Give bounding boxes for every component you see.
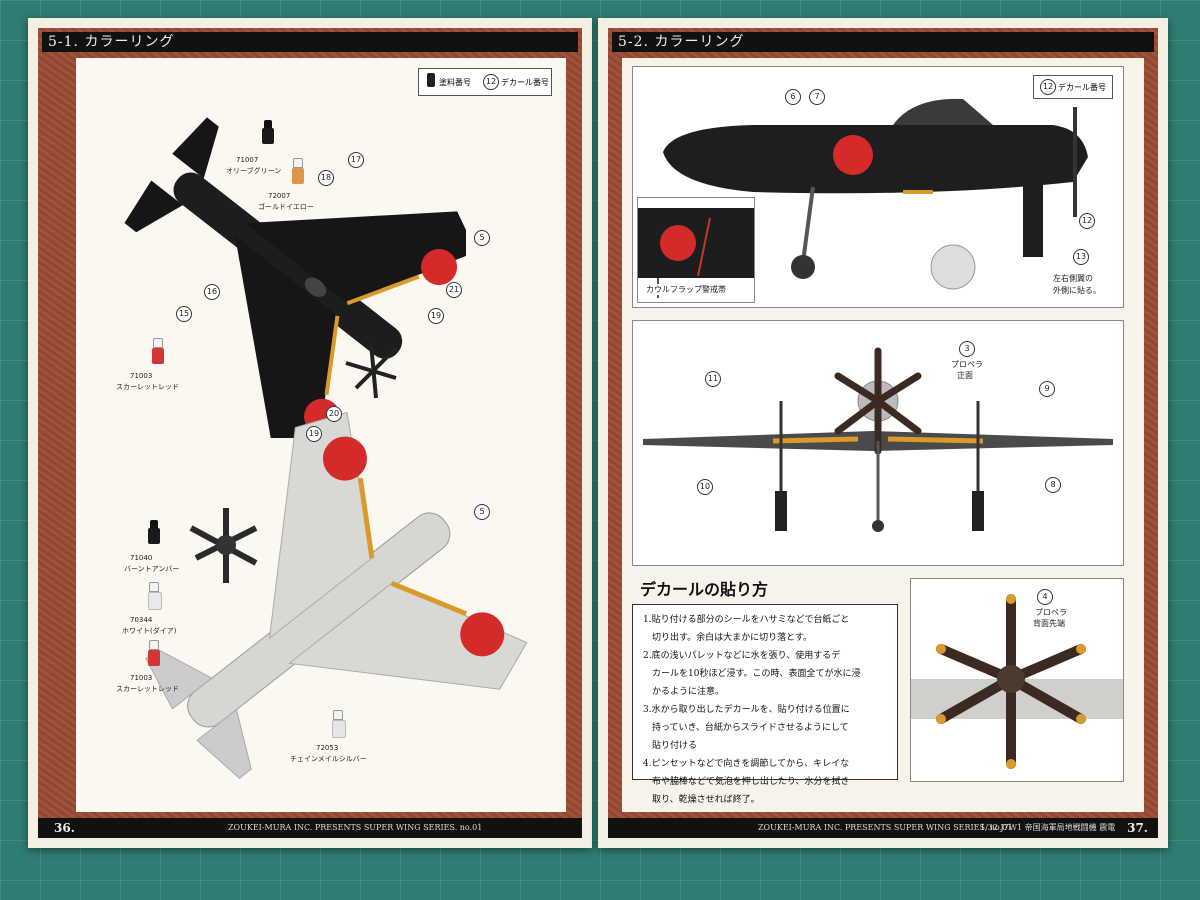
- right-footer-brand: ZOUKEI-MURA INC. PRESENTS SUPER WING SER…: [758, 823, 1013, 832]
- paint-bottle-70344: [148, 582, 162, 610]
- legend-paint-label: 塗料番号: [439, 78, 471, 87]
- paint-code-71040: 71040: [130, 554, 153, 562]
- left-content-area: 塗料番号 12 デカール番号: [76, 58, 566, 812]
- decal-callout-19: 19: [428, 308, 444, 324]
- decal-callout-3: 3: [959, 341, 975, 357]
- step-line: かるように注意。: [643, 687, 725, 697]
- step-line: 持っていき、台紙からスライドさせるようにして: [643, 723, 849, 733]
- step-line: 3.水から取り出したデカールを、貼り付ける位置に: [643, 705, 850, 715]
- prop-label-line2: 背面先端: [1033, 619, 1065, 628]
- bottle-icon: [427, 73, 435, 87]
- paint-bottle-71040: [148, 520, 160, 544]
- decal-callout-20: 20: [326, 406, 342, 422]
- right-legend-box: 12 デカール番号: [1033, 75, 1113, 99]
- decal-callout-7: 7: [809, 89, 825, 105]
- legend-decal-label: デカール番号: [501, 78, 549, 87]
- paint-bottle-71003: [152, 338, 164, 364]
- decal-callout-9: 9: [1039, 381, 1055, 397]
- paint-name-red: スカーレットレッド: [116, 383, 179, 391]
- right-page-number: 37.: [1127, 821, 1148, 835]
- left-page-number: 36.: [54, 821, 75, 835]
- paint-bottle-72053: [332, 710, 346, 738]
- legend-box: 塗料番号 12 デカール番号: [418, 68, 552, 96]
- cowl-flap-inset: カウルフラップ警戒帯: [637, 197, 755, 303]
- decal-callout-5: 5: [474, 230, 490, 246]
- paint-bottle-71003-b: [148, 640, 160, 666]
- aircraft-side-view: [663, 98, 1088, 290]
- decal-callout-5-b: 5: [474, 504, 490, 520]
- left-footer: 36. ZOUKEI-MURA INC. PRESENTS SUPER WING…: [38, 818, 582, 838]
- propeller-rear-panel: 4 プロペラ 背面先端: [910, 578, 1124, 782]
- side-note-line2: 外側に貼る。: [1053, 286, 1101, 295]
- paint-name-olive: オリーブグリーン: [226, 167, 282, 175]
- left-footer-brand: ZOUKEI-MURA INC. PRESENTS SUPER WING SER…: [228, 823, 483, 832]
- decal-instructions-box: 1.貼り付ける部分のシールをハサミなどで台紙ごと 切り出す。余白は大まかに切り落…: [632, 604, 898, 805]
- decal-callout-17: 17: [348, 152, 364, 168]
- aircraft-front-view: [643, 347, 1113, 532]
- paint-name-white: ホワイト(ダイア): [122, 627, 177, 635]
- decal-callout-15: 15: [176, 306, 192, 322]
- cowl-flap-caption: カウルフラップ警戒帯: [646, 284, 726, 295]
- step-line: 貼り付ける: [643, 741, 698, 751]
- step-line: 切り出す。余白は大まかに切り落とす。: [643, 633, 812, 643]
- decal-callout-11: 11: [705, 371, 721, 387]
- paint-code-71007: 71007: [236, 156, 259, 164]
- decal-callout-19-b: 19: [306, 426, 322, 442]
- aircraft-bottom-view-grey: [145, 411, 528, 779]
- paint-name-silver: チェインメイルシルバー: [290, 755, 367, 763]
- step-line: 2.底の浅いパレットなどに水を張り、使用するデ: [643, 651, 841, 661]
- right-footer-model: 1/32 J7W1 帝国海軍局地戦闘機 震電: [980, 823, 1116, 832]
- paint-code-72007: 72007: [268, 192, 291, 200]
- paint-name-yellow: ゴールドイエロー: [258, 203, 314, 211]
- front-view-panel: 3 プロペラ 正面 11 9 10 8: [632, 320, 1124, 566]
- decal-callout-18: 18: [318, 170, 334, 186]
- decal-callout-4: 4: [1037, 589, 1053, 605]
- aircraft-top-view-dark: [124, 117, 466, 438]
- step-line: 布や脇棒などで気泡を押し出したり、水分を拭き: [643, 777, 850, 787]
- front-label-line1: プロペラ: [951, 360, 983, 369]
- right-legend-decal-number: 12: [1040, 79, 1056, 95]
- right-footer: ZOUKEI-MURA INC. PRESENTS SUPER WING SER…: [608, 818, 1158, 838]
- decal-callout-6: 6: [785, 89, 801, 105]
- paint-code-72053: 72053: [316, 744, 339, 752]
- paint-bottle-72007: [292, 158, 304, 184]
- paint-code-71003: 71003: [130, 372, 153, 380]
- step-line: 4.ピンセットなどで向きを調節してから、キレイな: [643, 759, 850, 769]
- legend-decal-number: 12: [483, 74, 499, 90]
- paint-name-burnt-umber: バーントアンバー: [124, 565, 180, 573]
- paint-name-red-b: スカーレットレッド: [116, 685, 179, 693]
- paint-bottle-71007: [262, 120, 274, 144]
- decal-callout-8: 8: [1045, 477, 1061, 493]
- right-page: 5-2. カラーリング 12 デカール番号 6 7 2 12: [598, 18, 1168, 848]
- paint-code-70344: 70344: [130, 616, 153, 624]
- cowl-flap-image: [638, 208, 754, 298]
- right-section-title: 5-2. カラーリング: [612, 32, 1154, 52]
- step-line: 1.貼り付ける部分のシールをハサミなどで台紙ごと: [643, 615, 850, 625]
- prop-label-line1: プロペラ: [1035, 608, 1067, 617]
- left-section-title: 5-1. カラーリング: [42, 32, 578, 52]
- decal-callout-12: 12: [1079, 213, 1095, 229]
- decal-callout-10: 10: [697, 479, 713, 495]
- side-note-line1: 左右側翼の: [1053, 274, 1093, 283]
- propeller-rear-image: [911, 594, 1123, 769]
- paint-code-71003-b: 71003: [130, 674, 153, 682]
- decal-callout-16: 16: [204, 284, 220, 300]
- right-legend-decal-label: デカール番号: [1058, 83, 1106, 92]
- step-line: 取り、乾燥させれば終了。: [643, 795, 760, 805]
- right-content-area: 12 デカール番号 6 7 2 12 13 左右側翼の 外側に貼る。 カウルフラ…: [622, 58, 1144, 812]
- left-page: 5-1. カラーリング 塗料番号 12 デカール番号: [28, 18, 592, 848]
- step-line: カールを10秒ほど浸す。この時、表面全てが水に浸: [643, 669, 861, 679]
- decal-callout-13: 13: [1073, 249, 1089, 265]
- decal-instructions-heading: デカールの貼り方: [640, 580, 769, 599]
- side-view-panel: 12 デカール番号 6 7 2 12 13 左右側翼の 外側に貼る。 カウルフラ…: [632, 66, 1124, 308]
- decal-callout-21: 21: [446, 282, 462, 298]
- front-label-line2: 正面: [957, 371, 973, 380]
